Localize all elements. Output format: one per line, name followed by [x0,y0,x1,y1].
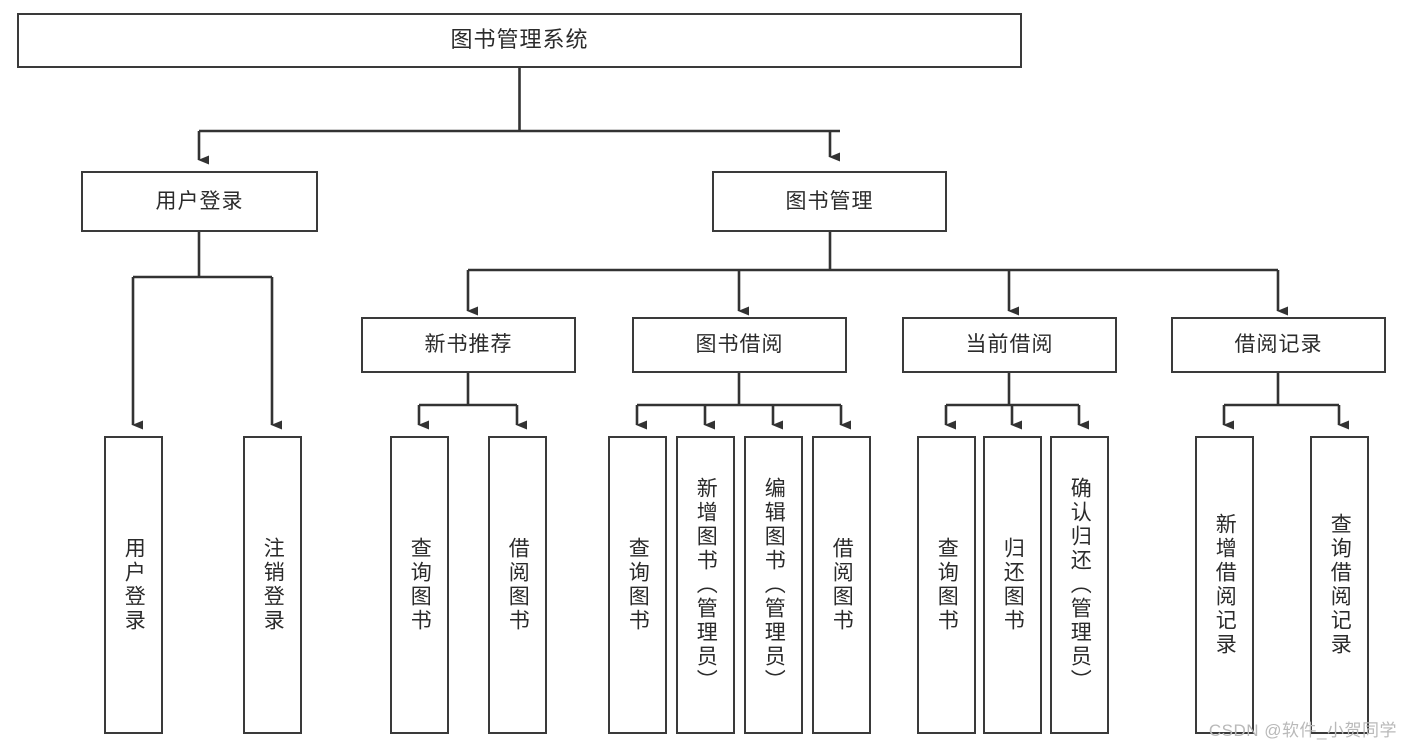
node-root-system[interactable]: 图书管理系统 [17,13,1022,68]
node-label: 查询借阅记录 [1328,513,1352,657]
node-label: 用户登录 [122,537,146,633]
node-label: 图书借阅 [695,333,784,357]
node-current-borrow[interactable]: 当前借阅 [902,317,1117,373]
leaf-book-borrow-lend[interactable]: 借阅图书 [812,436,871,734]
leaf-user-login-signin[interactable]: 用户登录 [104,436,163,734]
node-label: 用户登录 [155,189,244,213]
node-label: 借阅记录 [1234,333,1323,357]
node-label: 确认归还（管理员） [1068,477,1092,693]
leaf-new-book-borrow[interactable]: 借阅图书 [488,436,547,734]
node-label: 查询图书 [935,537,959,633]
node-label: 注销登录 [261,537,285,633]
node-label: 新书推荐 [424,333,513,357]
node-new-book-recommend[interactable]: 新书推荐 [361,317,576,373]
node-book-borrow[interactable]: 图书借阅 [632,317,847,373]
node-label: 查询图书 [408,537,432,633]
node-label: 借阅图书 [830,537,854,633]
leaf-book-borrow-query[interactable]: 查询图书 [608,436,667,734]
node-label: 新增图书（管理员） [694,477,718,693]
node-label: 归还图书 [1001,537,1025,633]
leaf-current-borrow-return[interactable]: 归还图书 [983,436,1042,734]
node-label: 编辑图书（管理员） [762,477,786,693]
leaf-borrow-record-add[interactable]: 新增借阅记录 [1195,436,1254,734]
node-borrow-record[interactable]: 借阅记录 [1171,317,1386,373]
node-user-login[interactable]: 用户登录 [81,171,318,232]
leaf-current-borrow-confirm[interactable]: 确认归还（管理员） [1050,436,1109,734]
leaf-book-borrow-add[interactable]: 新增图书（管理员） [676,436,735,734]
node-book-management[interactable]: 图书管理 [712,171,947,232]
node-label: 图书管理系统 [450,27,589,53]
node-label: 当前借阅 [965,333,1054,357]
node-label: 新增借阅记录 [1213,513,1237,657]
leaf-new-book-query[interactable]: 查询图书 [390,436,449,734]
leaf-book-borrow-edit[interactable]: 编辑图书（管理员） [744,436,803,734]
node-label: 借阅图书 [506,537,530,633]
leaf-current-borrow-query[interactable]: 查询图书 [917,436,976,734]
watermark-text: CSDN @软件_小贺同学 [1208,721,1397,740]
node-label: 查询图书 [626,537,650,633]
leaf-borrow-record-query[interactable]: 查询借阅记录 [1310,436,1369,734]
leaf-user-login-signout[interactable]: 注销登录 [243,436,302,734]
node-label: 图书管理 [785,189,874,213]
